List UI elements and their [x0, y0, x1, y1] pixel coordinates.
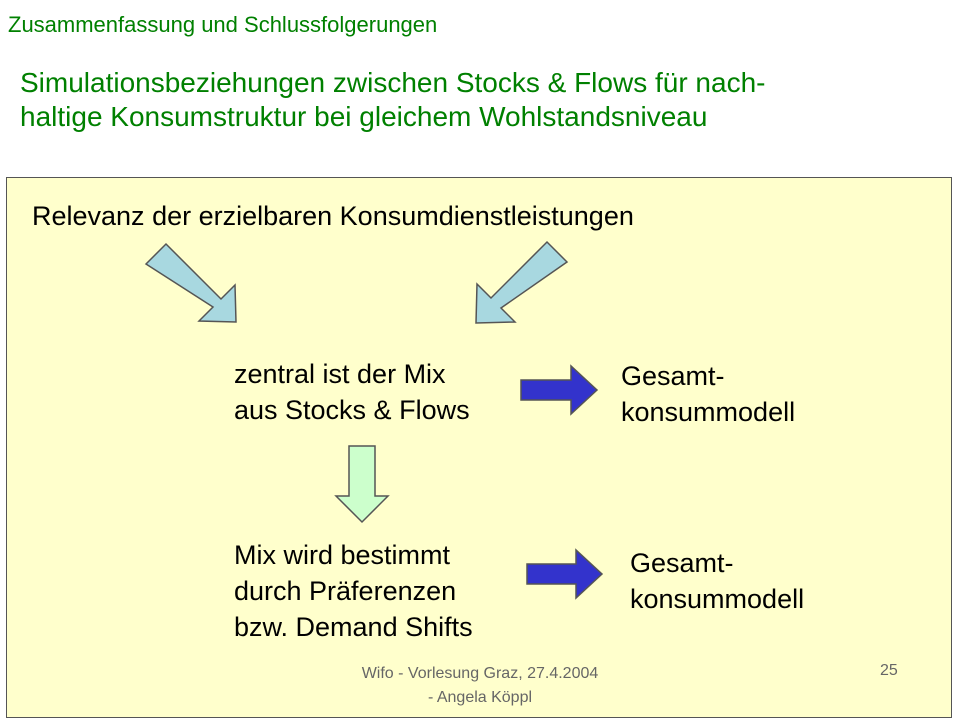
relevance-label: Relevanz der erzielbaren Konsumdienstlei… — [32, 201, 634, 231]
arrow-down-right-shape — [144, 242, 237, 323]
arrow-right-shape — [520, 364, 599, 416]
result-text-2-line-1: Gesamt- — [630, 548, 734, 578]
result-text-1: Gesamt- konsummodell — [621, 358, 795, 430]
bottom-text-line-3: bzw. Demand Shifts — [234, 612, 473, 642]
bottom-text-line-1: Mix wird bestimmt — [234, 540, 451, 570]
result-text-1-line-1: Gesamt- — [621, 361, 725, 391]
footer-line-2: - Angela Köppl — [427, 689, 533, 706]
page-number: 25 — [880, 662, 898, 679]
page-title-line-2: haltige Konsumstruktur bei gleichem Wohl… — [20, 101, 708, 132]
result-text-1-line-2: konsummodell — [621, 397, 796, 427]
result-text-2-line-2: konsummodell — [630, 584, 805, 614]
bottom-text: Mix wird bestimmt durch Präferenzen bzw.… — [234, 537, 473, 645]
arrow-down-shape — [334, 445, 390, 524]
footer-text: Wifo - Vorlesung Graz, 27.4.2004 - Angel… — [330, 662, 630, 710]
section-title: Zusammenfassung und Schlussfolgerungen — [8, 12, 438, 37]
arrow-right-shape — [526, 548, 604, 600]
page-title-line-1: Simulationsbeziehungen zwischen Stocks &… — [20, 67, 766, 98]
result-text-2: Gesamt- konsummodell — [630, 545, 804, 617]
center-text: zentral ist der Mix aus Stocks & Flows — [234, 356, 470, 428]
bottom-text-line-2: durch Präferenzen — [234, 576, 457, 606]
center-text-line-1: zentral ist der Mix — [234, 359, 446, 389]
footer-line-1: Wifo - Vorlesung Graz, 27.4.2004 — [361, 665, 599, 682]
center-text-line-2: aus Stocks & Flows — [234, 395, 470, 425]
arrow-down-left-shape — [475, 240, 569, 324]
page-title: Simulationsbeziehungen zwischen Stocks &… — [20, 66, 765, 134]
